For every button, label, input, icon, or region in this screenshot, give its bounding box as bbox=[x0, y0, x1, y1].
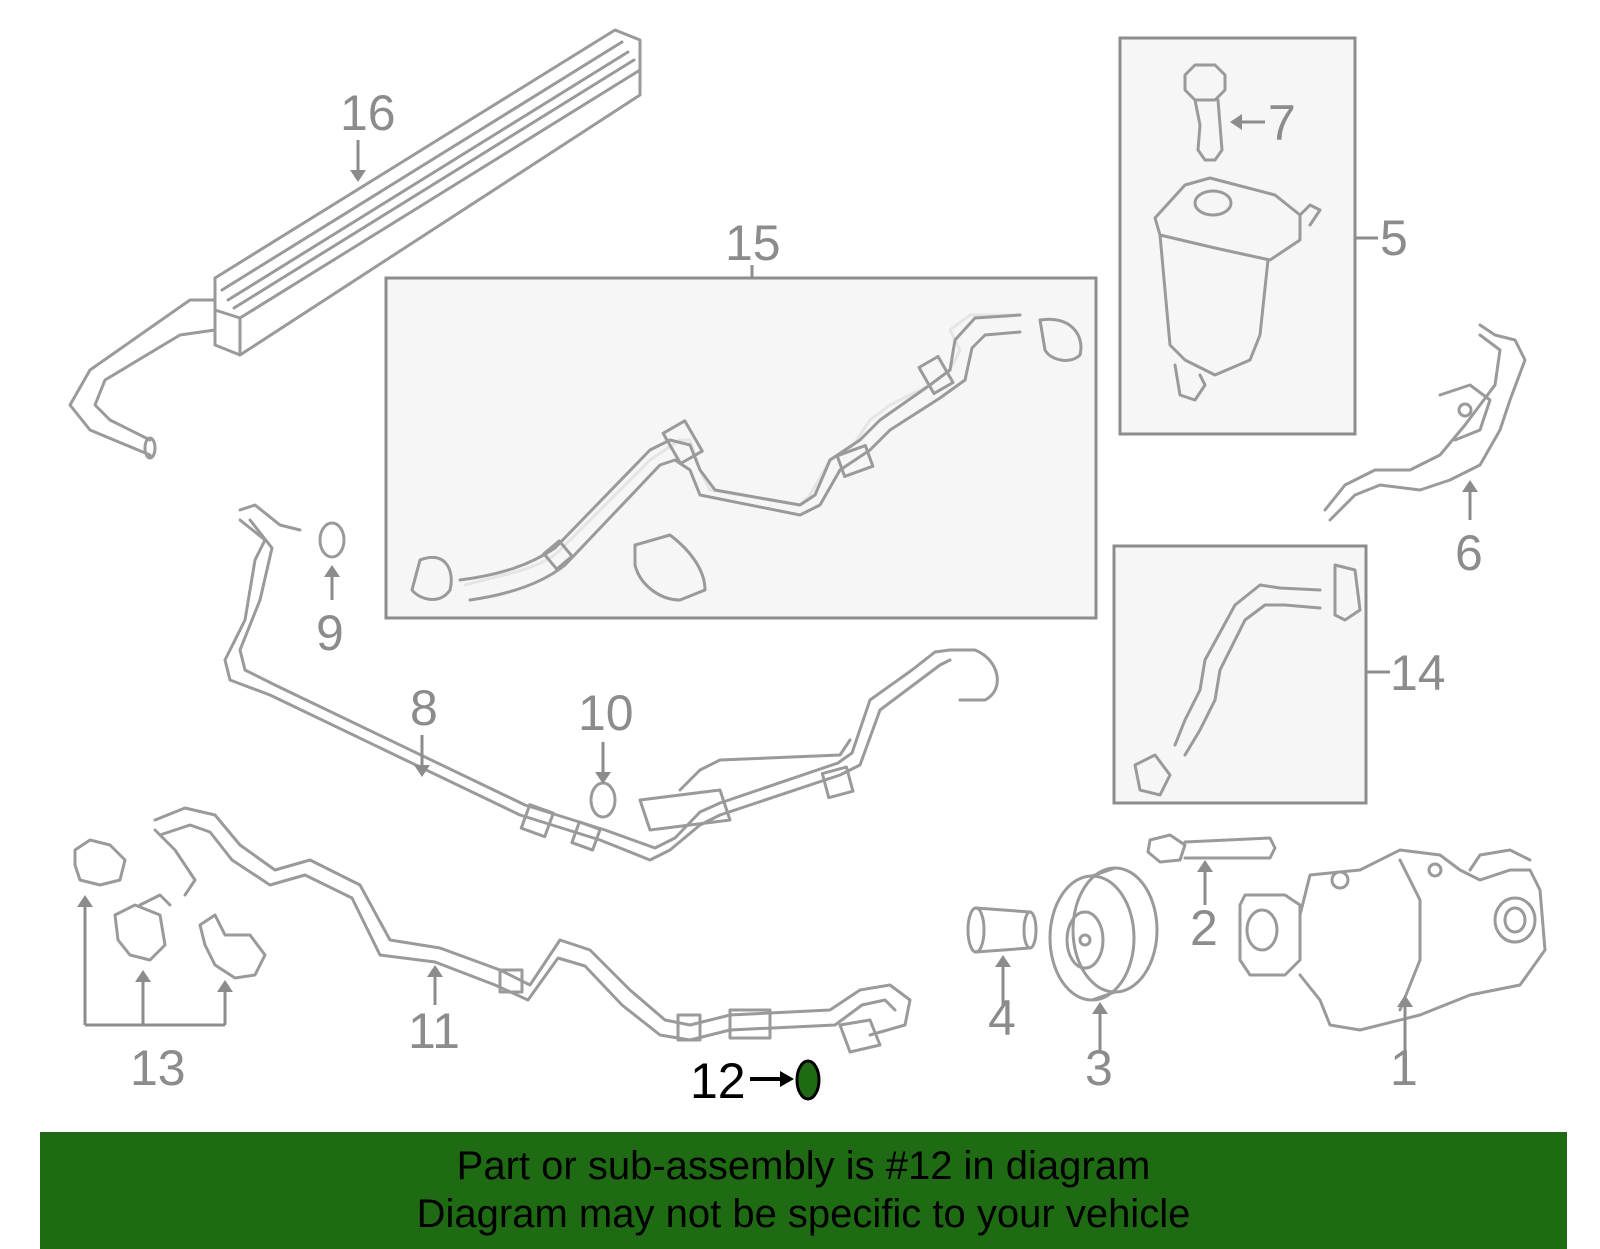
part-6-bracket[interactable] bbox=[1323, 323, 1527, 522]
arrowhead-4 bbox=[995, 955, 1011, 967]
callout-3: 3 bbox=[1085, 1040, 1113, 1096]
callout-14: 14 bbox=[1390, 645, 1446, 701]
callout-16: 16 bbox=[340, 85, 396, 141]
part-11-return-line[interactable] bbox=[153, 806, 912, 1054]
part-5-reservoir bbox=[1153, 176, 1322, 402]
part-8-pressure-line[interactable] bbox=[223, 503, 999, 862]
part-16-cooler[interactable] bbox=[68, 28, 642, 460]
callout-9: 9 bbox=[316, 605, 344, 661]
leader-13 bbox=[83, 905, 227, 1027]
part-14-hose bbox=[1133, 563, 1362, 797]
arrowhead-6 bbox=[1462, 480, 1478, 492]
arrowhead-2 bbox=[1197, 860, 1213, 872]
part-2-bolt[interactable] bbox=[1146, 833, 1277, 864]
part-9-oring[interactable] bbox=[318, 521, 346, 559]
callout-8: 8 bbox=[410, 680, 438, 736]
arrowhead-16 bbox=[350, 170, 366, 182]
part-7-cap[interactable] bbox=[1183, 63, 1227, 162]
callout-1: 1 bbox=[1390, 1040, 1418, 1096]
arrowhead-13b bbox=[135, 970, 151, 982]
arrowhead-7 bbox=[1230, 114, 1242, 130]
callout-5: 5 bbox=[1380, 210, 1408, 266]
callout-11: 11 bbox=[408, 1003, 460, 1059]
callout-12: 12 bbox=[690, 1053, 746, 1109]
callout-2: 2 bbox=[1190, 900, 1218, 956]
part-14-box[interactable] bbox=[1112, 544, 1368, 805]
arrowhead-9 bbox=[324, 565, 340, 577]
part-15-hoses bbox=[410, 313, 1083, 602]
part-15-box[interactable] bbox=[384, 276, 1098, 620]
part-3-pulley[interactable] bbox=[1048, 866, 1159, 1002]
part-10-oring[interactable] bbox=[589, 781, 617, 819]
callout-7: 7 bbox=[1268, 95, 1296, 151]
part-12-oring[interactable] bbox=[795, 1059, 821, 1101]
part-4-spacer[interactable] bbox=[966, 906, 1038, 954]
arrowhead-8 bbox=[414, 765, 430, 777]
part-13-clamps[interactable] bbox=[73, 838, 267, 980]
arrowhead-11 bbox=[427, 965, 443, 977]
info-banner: Part or sub-assembly is #12 in diagram D… bbox=[40, 1132, 1567, 1249]
callout-15: 15 bbox=[725, 215, 781, 271]
part-1-pump[interactable] bbox=[1238, 848, 1547, 1032]
callout-13: 13 bbox=[130, 1040, 186, 1096]
callout-10: 10 bbox=[578, 685, 634, 741]
callout-4: 4 bbox=[988, 990, 1016, 1046]
arrowhead-1 bbox=[1397, 995, 1413, 1007]
banner-line-1: Part or sub-assembly is #12 in diagram bbox=[456, 1144, 1151, 1188]
part-5-box[interactable] bbox=[1118, 36, 1357, 436]
arrowhead-12 bbox=[780, 1071, 794, 1087]
arrowhead-10 bbox=[595, 772, 611, 784]
arrowhead-13a bbox=[77, 895, 93, 907]
arrowhead-3 bbox=[1092, 1002, 1108, 1014]
callout-6: 6 bbox=[1455, 525, 1483, 581]
banner-line-2: Diagram may not be specific to your vehi… bbox=[416, 1192, 1191, 1236]
arrowhead-13c bbox=[217, 980, 233, 992]
